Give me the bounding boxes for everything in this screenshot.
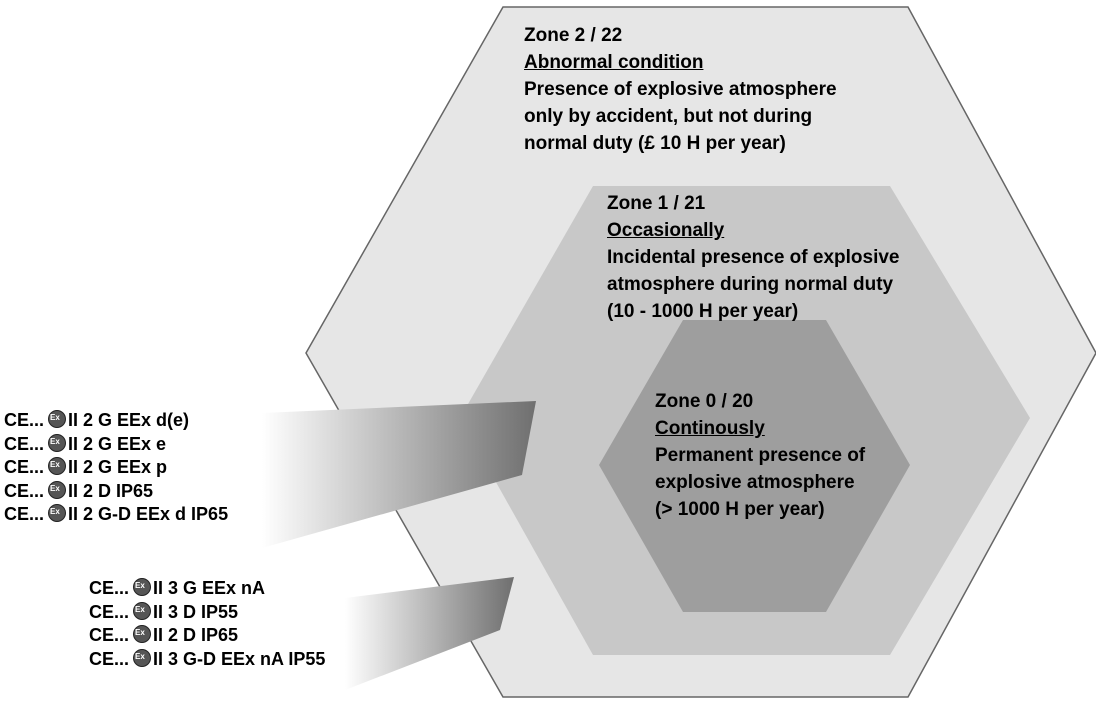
zone-2-marking-pointer xyxy=(345,577,514,690)
ex-hexagon-icon xyxy=(48,480,67,499)
ex-hexagon-icon xyxy=(48,410,67,428)
marking-prefix: CE... xyxy=(4,410,45,430)
zone-0-line: explosive atmosphere xyxy=(655,472,855,493)
marking-prefix: CE... xyxy=(89,578,130,598)
marking-item: CE... II 3 G-D EEx nA IP55 xyxy=(89,648,325,672)
zone-1-description: Zone 1 / 21 Occasionally Incidental pres… xyxy=(607,190,900,325)
zone-1-marking-list: CE... II 2 G EEx d(e) CE... II 2 G EEx e C… xyxy=(4,409,228,527)
zone-0-line: (> 1000 H per year) xyxy=(655,499,825,520)
marking-item: CE... II 2 G EEx p xyxy=(4,456,228,480)
zone-0-description: Zone 0 / 20 Continously Permanent presen… xyxy=(655,388,865,523)
zone-1-marking-pointer xyxy=(262,401,536,548)
zone-0-line: Permanent presence of xyxy=(655,445,866,466)
marking-code: II 2 G-D EEx d IP65 xyxy=(68,504,229,524)
ex-hexagon-icon xyxy=(133,625,152,643)
marking-prefix: CE... xyxy=(4,504,45,524)
marking-item: CE... II 2 G-D EEx d IP65 xyxy=(4,503,228,527)
marking-code: II 2 D IP65 xyxy=(68,480,154,501)
zone-2-line: normal duty (£ 10 H per year) xyxy=(524,133,786,154)
zone-2-description: Zone 2 / 22 Abnormal condition Presence … xyxy=(524,22,837,157)
ex-hexagon-icon xyxy=(48,504,67,522)
marking-prefix: CE... xyxy=(89,648,130,669)
marking-code: II 2 G EEx e xyxy=(68,433,167,454)
zone-1-heading: Occasionally xyxy=(607,220,725,241)
zone-1-line: atmosphere during normal duty xyxy=(607,274,894,295)
marking-prefix: CE... xyxy=(4,457,45,477)
marking-item: CE... II 2 G EEx e xyxy=(4,433,228,457)
zone-1-line: (10 - 1000 H per year) xyxy=(607,301,799,322)
marking-prefix: CE... xyxy=(4,480,45,501)
marking-code: II 2 G EEx p xyxy=(68,457,168,477)
zone-2-title: Zone 2 / 22 xyxy=(524,25,623,46)
marking-item: CE... II 2 D IP65 xyxy=(89,624,325,648)
marking-prefix: CE... xyxy=(4,433,45,454)
zone-2-line: Presence of explosive atmosphere xyxy=(524,79,837,100)
zone-0-heading: Continously xyxy=(655,418,765,439)
ex-hexagon-icon xyxy=(133,648,152,667)
marking-code: II 2 G EEx d(e) xyxy=(68,410,190,430)
ex-hexagon-icon xyxy=(133,578,152,596)
marking-code: II 3 G EEx nA xyxy=(153,578,266,598)
marking-item: CE... II 3 D IP55 xyxy=(89,601,325,625)
zone-1-title: Zone 1 / 21 xyxy=(607,193,706,214)
marking-code: II 3 D IP55 xyxy=(153,601,239,622)
marking-prefix: CE... xyxy=(89,601,130,622)
ex-hexagon-icon xyxy=(48,433,67,452)
marking-item: CE... II 3 G EEx nA xyxy=(89,577,325,601)
marking-item: CE... II 2 G EEx d(e) xyxy=(4,409,228,433)
marking-prefix: CE... xyxy=(89,625,130,645)
zone-2-line: only by accident, but not during xyxy=(524,106,813,127)
marking-code: II 3 G-D EEx nA IP55 xyxy=(153,648,326,669)
zone-1-line: Incidental presence of explosive xyxy=(607,247,900,268)
ex-hexagon-icon xyxy=(48,457,67,475)
marking-code: II 2 D IP65 xyxy=(153,625,239,645)
ex-hexagon-icon xyxy=(133,601,152,620)
zone-2-marking-list: CE... II 3 G EEx nA CE... II 3 D IP55 CE..… xyxy=(89,577,325,671)
zone-0-hexagon xyxy=(599,320,910,612)
marking-item: CE... II 2 D IP65 xyxy=(4,480,228,504)
zone-2-heading: Abnormal condition xyxy=(524,52,704,73)
zone-0-title: Zone 0 / 20 xyxy=(655,391,754,412)
